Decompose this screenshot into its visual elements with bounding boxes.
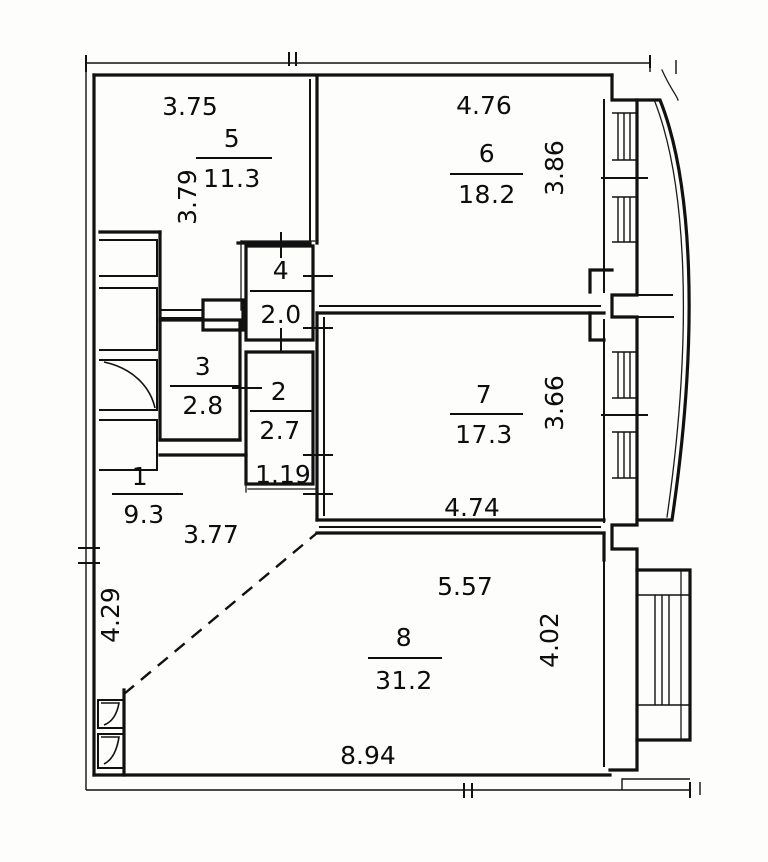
dimension-3-77: 3.77 xyxy=(183,520,239,549)
room-4-number: 4 xyxy=(273,256,289,285)
right-wall-windows xyxy=(601,112,690,706)
room-label-6: 6 18.2 xyxy=(450,139,523,209)
dimension-3-66: 3.66 xyxy=(540,375,569,431)
room-8-walls xyxy=(315,531,606,562)
room-6-area: 18.2 xyxy=(458,180,516,209)
dimension-labels: 3.75 3.79 4.76 3.86 3.66 4.74 1.19 3.77 … xyxy=(96,91,569,770)
room-4-outline xyxy=(244,244,315,342)
window-icon-3 xyxy=(612,351,637,399)
room-2-number: 2 xyxy=(271,377,287,406)
closet-2-door xyxy=(101,736,120,765)
dimension-8-94: 8.94 xyxy=(340,741,396,770)
room-4-area: 2.0 xyxy=(260,300,301,329)
dimension-4-76: 4.76 xyxy=(456,91,512,120)
room-3-area: 2.8 xyxy=(182,391,223,420)
room-2-area: 2.7 xyxy=(259,416,300,445)
pilaster-a xyxy=(588,268,614,294)
bottom-dim-step xyxy=(621,778,690,790)
wardrobe-3 xyxy=(99,359,158,411)
room-label-2: 2 2.7 xyxy=(250,377,313,445)
room-6-7-walls xyxy=(315,268,614,528)
wardrobe-2 xyxy=(99,287,158,351)
dimension-5-57: 5.57 xyxy=(437,572,493,601)
vestibule-box xyxy=(201,298,245,332)
room-3-number: 3 xyxy=(195,352,211,381)
window-icon-5 xyxy=(637,594,690,706)
interior-dimension-ticks xyxy=(232,232,333,495)
dimension-3-79: 3.79 xyxy=(173,169,202,225)
closet-1 xyxy=(97,699,125,729)
dimension-3-75: 3.75 xyxy=(162,92,218,121)
small-rooms-walls xyxy=(158,240,319,493)
wall-right-profile xyxy=(608,73,639,772)
room-label-7: 7 17.3 xyxy=(450,380,523,449)
dimension-4-29: 4.29 xyxy=(96,587,125,643)
room-7-number: 7 xyxy=(476,380,492,409)
room-6-number: 6 xyxy=(479,139,495,168)
room-1-number: 1 xyxy=(132,462,148,491)
dashed-diagonal-line xyxy=(123,532,318,695)
curved-balcony xyxy=(635,69,691,522)
room-8-area: 31.2 xyxy=(375,666,433,695)
room-1-area: 9.3 xyxy=(123,500,164,529)
wardrobe-4 xyxy=(99,419,158,471)
room-labels: 1 9.3 2 2.7 3 2.8 4 2.0 5 11.3 6 18.2 xyxy=(112,124,523,695)
balcony-curve-inner xyxy=(654,101,685,518)
room-7-area: 17.3 xyxy=(455,420,513,449)
closet-1-door xyxy=(101,702,120,726)
dimension-lines-outer xyxy=(78,52,701,798)
dimension-3-86: 3.86 xyxy=(540,140,569,196)
window-icon-2 xyxy=(612,196,637,243)
room-8-number: 8 xyxy=(396,623,412,652)
dimension-4-02: 4.02 xyxy=(535,612,564,668)
bottom-right-balcony xyxy=(635,568,692,742)
balcony-bottom-outline xyxy=(635,568,692,742)
window-icon-4 xyxy=(612,431,637,479)
room-5-area: 11.3 xyxy=(203,164,261,193)
room-2-outline xyxy=(244,350,315,486)
diagonal-divider xyxy=(123,532,318,695)
room-label-8: 8 31.2 xyxy=(368,623,442,695)
pilaster-b xyxy=(588,311,606,342)
window-icon-1 xyxy=(612,112,637,161)
wardrobe-1 xyxy=(99,239,158,277)
room-5-number: 5 xyxy=(224,124,240,153)
room-label-5: 5 11.3 xyxy=(196,124,272,193)
dimension-1-19: 1.19 xyxy=(255,460,311,489)
room-label-4: 4 2.0 xyxy=(250,256,314,329)
left-wardrobes xyxy=(99,239,158,471)
balcony-curve-outer xyxy=(635,98,691,522)
dimension-4-74: 4.74 xyxy=(444,493,500,522)
room-label-3: 3 2.8 xyxy=(170,352,240,420)
wardrobe-door-arc xyxy=(103,361,156,409)
bottom-left-closets xyxy=(97,688,126,777)
room-5-walls xyxy=(98,76,319,322)
balcony-top-tail xyxy=(661,69,679,101)
room-label-1: 1 9.3 xyxy=(112,462,183,529)
closet-2 xyxy=(97,733,125,769)
